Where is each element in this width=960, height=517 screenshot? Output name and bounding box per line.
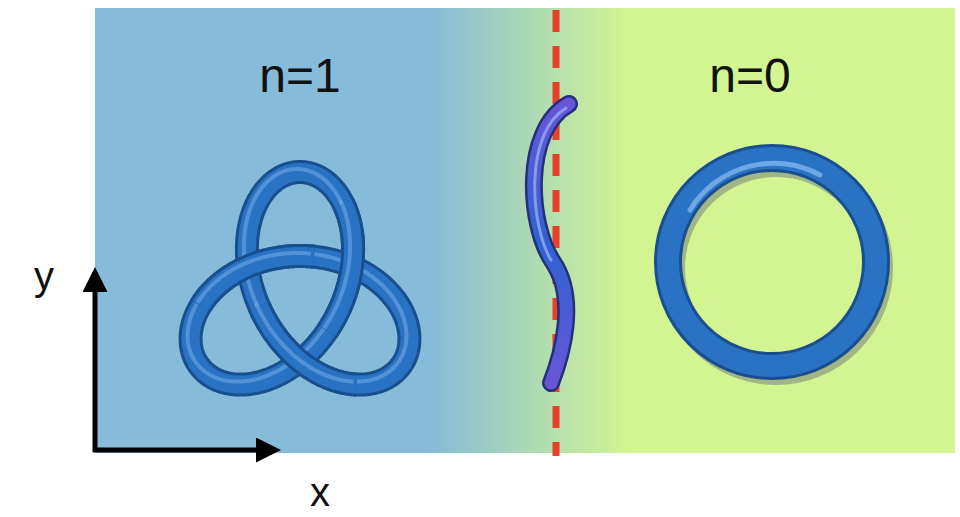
- axes: [93, 272, 276, 452]
- region-label: n=1: [259, 52, 340, 100]
- background-region: [95, 8, 955, 453]
- axis-label: x: [310, 472, 330, 512]
- open-strand: [534, 104, 569, 383]
- axis-label: y: [34, 256, 54, 296]
- trefoil-knot: [188, 169, 410, 385]
- region-label: n=0: [709, 52, 790, 100]
- unknot-ring: [668, 158, 880, 372]
